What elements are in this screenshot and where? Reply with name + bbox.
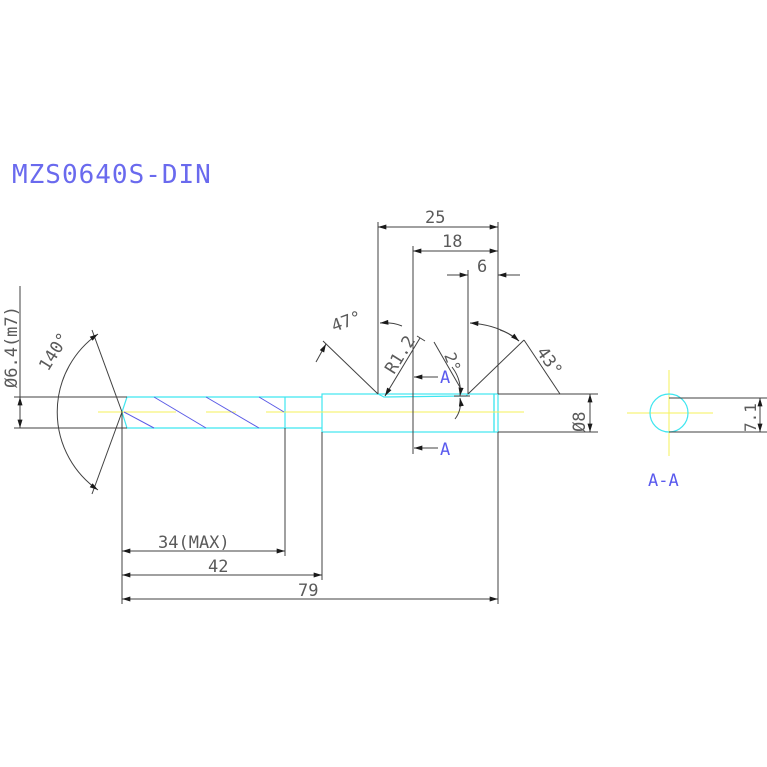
shank-extension <box>14 393 598 433</box>
svg-text:34(MAX): 34(MAX) <box>158 533 230 553</box>
bottom-extension-lines <box>121 412 499 604</box>
svg-text:R1.2: R1.2 <box>381 332 420 377</box>
dimension-25: 25 <box>378 208 498 230</box>
section-label: A-A <box>648 471 679 491</box>
section-marker-bottom: A <box>414 440 450 460</box>
svg-text:Ø8: Ø8 <box>570 412 590 432</box>
angle-43-dimension: 43° <box>467 321 566 395</box>
shank-diameter-dimension: Ø8 <box>570 394 593 432</box>
flute-length-dimension: 34(MAX) <box>121 533 285 554</box>
drill-diameter-dimension: Ø6.4(m7) <box>2 286 23 428</box>
svg-text:42: 42 <box>208 557 228 577</box>
drawing-title: MZS0640S-DIN <box>12 160 212 190</box>
svg-text:47°: 47° <box>329 307 365 336</box>
section-view-a-a: 7.1 A-A <box>627 370 767 491</box>
section-marker-top: A <box>414 368 450 388</box>
shank-length-dimension: 42 <box>121 557 322 578</box>
svg-text:18: 18 <box>442 232 462 252</box>
svg-text:7.1: 7.1 <box>741 403 760 432</box>
svg-text:25: 25 <box>425 208 445 228</box>
svg-text:43°: 43° <box>532 343 566 380</box>
svg-text:A: A <box>440 440 450 460</box>
dimension-18: 18 <box>413 232 498 254</box>
svg-text:6: 6 <box>477 257 487 277</box>
dimension-6: 6 <box>447 257 520 278</box>
svg-text:A: A <box>440 368 450 388</box>
angle-47-dimension: 47° <box>315 307 403 395</box>
svg-text:79: 79 <box>298 581 318 601</box>
flute-lines <box>123 396 285 429</box>
drill-body-outline <box>121 393 499 433</box>
svg-text:Ø6.4(m7): Ø6.4(m7) <box>2 306 22 388</box>
total-length-dimension: 79 <box>121 581 498 602</box>
radius-dimension: R1.2 <box>381 332 426 397</box>
